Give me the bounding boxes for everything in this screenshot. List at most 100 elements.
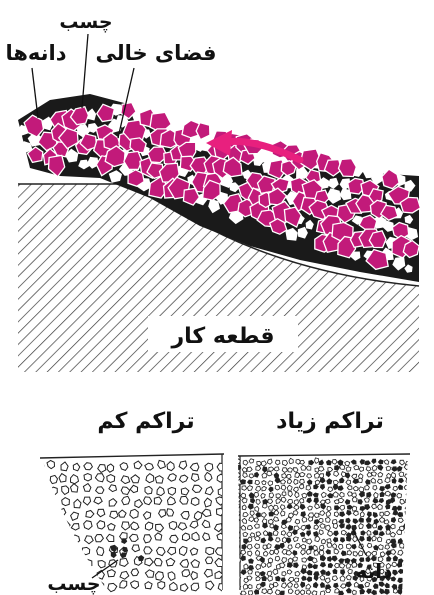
dense-grain xyxy=(319,518,324,523)
dense-grain xyxy=(255,536,261,540)
dense-grain xyxy=(282,474,287,479)
dense-grain xyxy=(345,558,350,563)
sparse-grain xyxy=(72,557,81,565)
dense-grain xyxy=(308,563,312,568)
dense-grain xyxy=(385,583,389,588)
dense-grain xyxy=(281,578,285,582)
sparse-grain xyxy=(204,569,212,577)
dense-grain xyxy=(314,582,319,588)
sparse-grain xyxy=(155,476,163,483)
dense-grain xyxy=(294,584,298,588)
dense-grain xyxy=(288,468,293,473)
dense-grain xyxy=(242,486,247,491)
sparse-grain xyxy=(178,523,187,530)
dense-grain xyxy=(334,549,339,554)
sparse-grain xyxy=(71,475,79,484)
sparse-grain xyxy=(36,533,44,540)
dense-grain xyxy=(327,506,331,511)
low-density-grains xyxy=(34,460,227,591)
dense-grain xyxy=(255,472,259,477)
dense-grain xyxy=(347,544,352,549)
sparse-grain xyxy=(62,486,69,495)
dense-grain xyxy=(307,498,312,503)
dense-grain xyxy=(341,551,346,556)
dense-grain xyxy=(248,537,252,542)
dense-grain xyxy=(243,512,248,517)
dense-grain xyxy=(241,591,246,595)
dense-grain xyxy=(340,576,345,581)
dense-grain xyxy=(294,500,299,505)
sparse-grain xyxy=(180,496,188,504)
dense-grain xyxy=(405,556,409,561)
dense-grain xyxy=(314,520,318,525)
sparse-grain xyxy=(121,487,130,495)
dense-grain xyxy=(377,479,382,484)
sparse-grain xyxy=(217,474,225,482)
sparse-grain xyxy=(168,487,176,495)
dense-grain xyxy=(243,532,248,536)
sparse-grain xyxy=(131,581,139,589)
dense-grain xyxy=(326,511,331,516)
dense-grain xyxy=(373,531,378,536)
sparse-grain xyxy=(168,497,176,505)
dense-grain xyxy=(275,556,280,561)
sparse-grain xyxy=(132,545,140,552)
dense-grain xyxy=(352,497,357,502)
dense-grain xyxy=(243,460,248,465)
dense-grain xyxy=(339,520,344,524)
dense-grain xyxy=(384,589,389,594)
dense-grain xyxy=(255,506,259,511)
sparse-grain xyxy=(106,534,113,541)
sparse-grain xyxy=(170,535,178,543)
dense-grain xyxy=(247,486,252,491)
dense-grain xyxy=(390,532,395,537)
dense-grain xyxy=(287,505,292,509)
dense-grain xyxy=(379,532,384,536)
sparse-grain xyxy=(145,486,152,494)
dense-grain xyxy=(321,570,326,575)
dense-grain xyxy=(404,465,409,470)
dense-grain xyxy=(374,519,379,524)
sparse-grain xyxy=(71,524,79,531)
sparse-grain xyxy=(167,509,174,516)
dense-grain xyxy=(315,458,319,464)
sparse-grain xyxy=(191,572,197,580)
dense-grain xyxy=(406,492,411,497)
dense-grain xyxy=(377,537,382,542)
dense-grain xyxy=(372,590,377,595)
dense-grain xyxy=(385,485,390,490)
dense-grain xyxy=(235,518,240,522)
dense-grain xyxy=(328,487,333,492)
dense-grain xyxy=(332,576,337,581)
dense-grain xyxy=(386,466,391,470)
sparse-grain xyxy=(158,582,165,590)
dense-grain xyxy=(250,533,254,537)
sparse-grain xyxy=(191,498,199,506)
dense-grain xyxy=(235,531,240,536)
dense-grain xyxy=(273,505,278,510)
dense-grain xyxy=(338,460,343,465)
dense-grain xyxy=(301,582,305,588)
dense-grain xyxy=(386,505,390,510)
workpiece-label: قطعه کار xyxy=(171,324,275,349)
dense-grain xyxy=(241,550,246,555)
dense-grain xyxy=(267,563,271,568)
abrasive-grain xyxy=(339,159,357,177)
dense-grain xyxy=(359,518,364,523)
dense-grain xyxy=(281,524,286,528)
dense-grain xyxy=(347,511,352,516)
sparse-grain xyxy=(61,462,68,471)
sparse-grain xyxy=(131,475,140,483)
dense-grain xyxy=(405,589,410,594)
dense-grain xyxy=(386,491,391,496)
sparse-grain xyxy=(144,497,152,505)
dense-grain xyxy=(397,563,402,568)
sparse-grain xyxy=(61,533,68,542)
sparse-grain xyxy=(158,460,166,468)
dense-grain xyxy=(241,493,246,498)
dense-grain xyxy=(288,578,293,582)
dense-grain xyxy=(339,492,344,497)
dense-grain xyxy=(351,460,356,464)
dense-grain xyxy=(374,492,379,497)
